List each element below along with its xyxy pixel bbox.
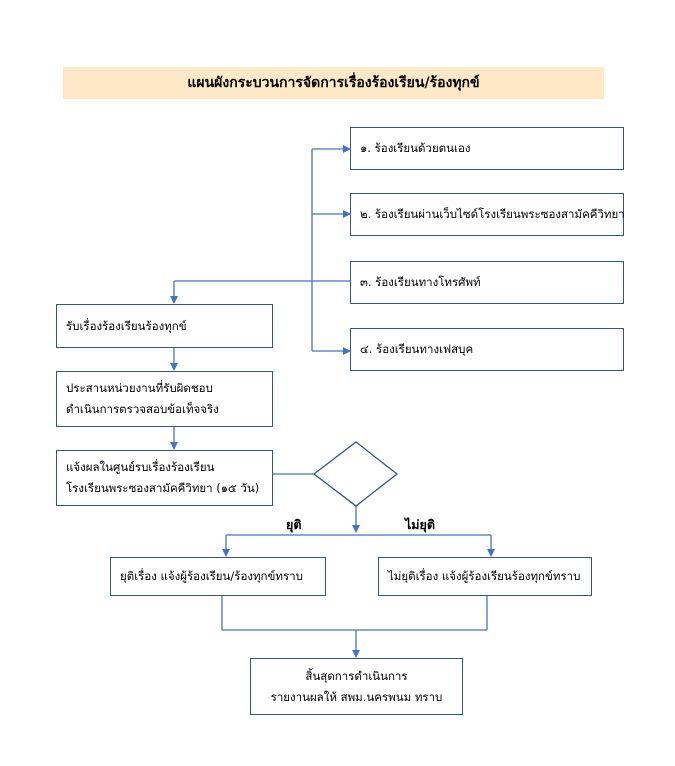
- coordinate-box: ประสานหน่วยงานที่รับผิดชอบ ดำเนินการตรวจ…: [56, 371, 273, 427]
- channel-box-4: ๔. ร้องเรียนทางเฟสบุค: [350, 328, 624, 371]
- diagram-title: แผนผังกระบวนการจัดการเรื่องร้องเรียน/ร้อ…: [63, 67, 604, 99]
- channel-box-2: ๒. ร้องเรียนผ่านเว็บไซด์โรงเรียนพระซองสา…: [350, 193, 625, 236]
- yes-branch-label: ยุติ: [286, 517, 302, 532]
- channel-label-4: ๔. ร้องเรียนทางเฟสบุค: [360, 342, 474, 356]
- no-outcome-box: ไม่ยุติเรื่อง แจ้งผู้ร้องเรียนร้องทุกข์ท…: [378, 557, 592, 596]
- no-outcome-label: ไม่ยุติเรื่อง แจ้งผู้ร้องเรียนร้องทุกข์ท…: [388, 569, 581, 583]
- diagram-title-text: แผนผังกระบวนการจัดการเรื่องร้องเรียน/ร้อ…: [187, 75, 480, 91]
- channel-box-1: ๑. ร้องเรียนด้วยตนเอง: [350, 127, 624, 170]
- coordinate-line-2: ดำเนินการตรวจสอบข้อเท็จจริง: [66, 402, 219, 416]
- coordinate-line-1: ประสานหน่วยงานที่รับผิดชอบ: [66, 381, 213, 395]
- receive-box: รับเรื่องร้องเรียนร้องทุกข์: [56, 304, 273, 348]
- channel-label-3: ๓. ร้องเรียนทางโทรศัพท์: [360, 275, 481, 289]
- yes-outcome-box: ยุติเรื่อง แจ้งผู้ร้องเรียน/ร้องทุกข์ทรา…: [110, 557, 326, 596]
- notify-line-1: แจ้งผลในศูนย์รบเรื่องร้องเรียน: [66, 460, 215, 474]
- notify-line-2: โรงเรียนพระซองสามัคคีวิทยา (๑๕ วัน): [66, 481, 260, 495]
- end-line-2: รายงานผลให้ สพม.นครพนม ทราบ: [270, 689, 443, 704]
- end-box: สิ้นสุดการดำเนินการ รายงานผลให้ สพม.นครพ…: [250, 658, 463, 715]
- no-branch-label: ไม่ยุติ: [405, 517, 435, 532]
- notify-box: แจ้งผลในศูนย์รบเรื่องร้องเรียน โรงเรียนพ…: [56, 450, 273, 506]
- end-line-1: สิ้นสุดการดำเนินการ: [305, 668, 408, 683]
- channel-label-2: ๒. ร้องเรียนผ่านเว็บไซด์โรงเรียนพระซองสา…: [360, 207, 625, 221]
- decision-diamond: [312, 441, 399, 507]
- channel-box-3: ๓. ร้องเรียนทางโทรศัพท์: [350, 261, 624, 304]
- receive-label: รับเรื่องร้องเรียนร้องทุกข์: [66, 318, 187, 333]
- yes-outcome-label: ยุติเรื่อง แจ้งผู้ร้องเรียน/ร้องทุกข์ทรา…: [120, 569, 303, 583]
- channel-label-1: ๑. ร้องเรียนด้วยตนเอง: [360, 141, 471, 155]
